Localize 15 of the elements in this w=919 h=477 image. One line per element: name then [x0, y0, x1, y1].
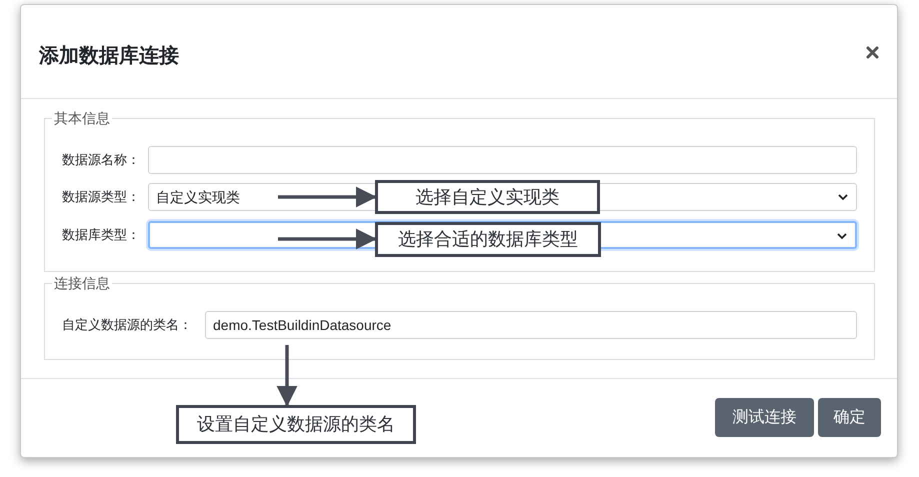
field-label: 数据源名称：: [62, 151, 140, 169]
callout-box: 设置自定义数据源的类名: [176, 405, 416, 444]
arrow: [278, 186, 377, 208]
field-label: 数据库类型：: [62, 226, 140, 244]
input-field: demo.TestBuildinDatasource: [205, 311, 857, 339]
action-button: 测试连接: [715, 398, 814, 437]
callout-box: 选择自定义实现类: [375, 180, 600, 214]
input-field: [148, 146, 857, 174]
dialog-title: 添加数据库连接: [39, 44, 179, 69]
callout-box: 选择合适的数据库类型: [375, 222, 601, 257]
arrow: [276, 345, 298, 407]
field-label: 自定义数据源的类名：: [62, 316, 192, 334]
field-label: 数据源类型：: [62, 188, 140, 206]
action-button: 确定: [818, 398, 881, 437]
arrow: [278, 228, 377, 250]
